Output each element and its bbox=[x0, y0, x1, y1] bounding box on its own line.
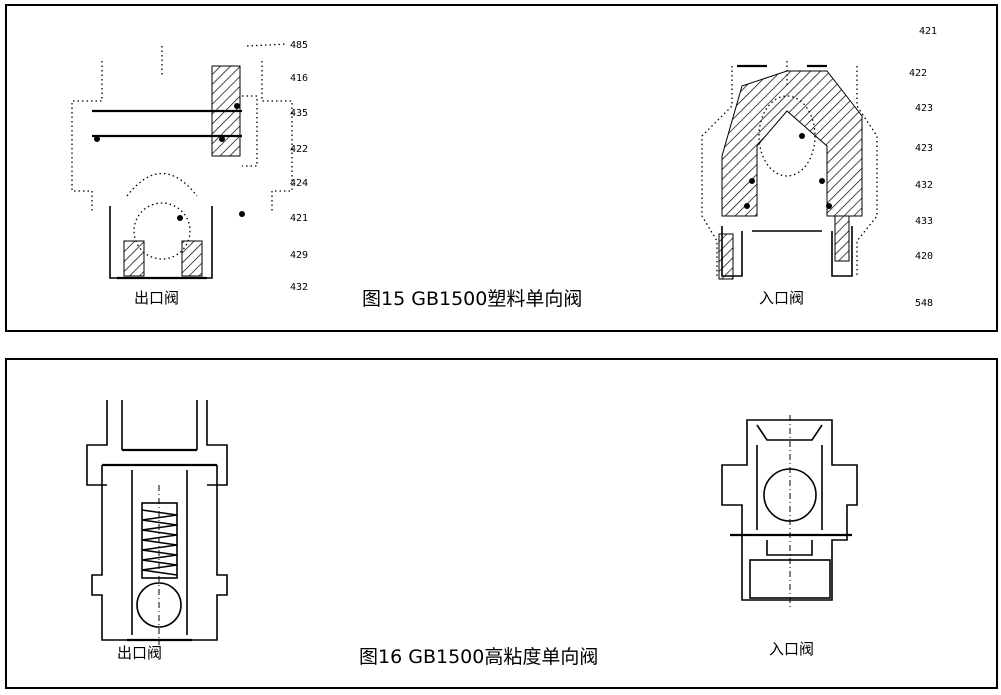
outlet-valve-drawing-fig16 bbox=[86, 400, 228, 645]
figure-15-caption: 图15 GB1500塑料单向阀 bbox=[362, 288, 583, 310]
callout-label: 433 bbox=[915, 216, 933, 227]
callout-label: 421 bbox=[290, 213, 308, 224]
callout-label: 429 bbox=[290, 250, 308, 261]
callout-label: 424 bbox=[290, 178, 308, 189]
outlet-callouts-fig15: 485 416 435 422 424 421 429 432 bbox=[246, 40, 308, 293]
callout-label: 420 bbox=[915, 251, 933, 262]
inlet-valve-label-fig15: 入口阀 bbox=[759, 289, 805, 307]
callout-label: 548 bbox=[915, 298, 933, 309]
figure-16-caption: 图16 GB1500高粘度单向阀 bbox=[359, 646, 599, 668]
callout-label: 421 bbox=[919, 26, 937, 37]
ball-icon bbox=[136, 582, 182, 628]
callout-label: 422 bbox=[290, 144, 308, 155]
callout-label: 435 bbox=[290, 108, 308, 119]
callout-label: 423 bbox=[915, 143, 933, 154]
callout-label: 485 bbox=[290, 40, 308, 51]
inlet-valve-drawing-fig15: 421 422 423 423 432 433 420 548 bbox=[701, 26, 937, 309]
callout-label: 432 bbox=[290, 282, 308, 293]
callout-label: 416 bbox=[290, 73, 308, 84]
callout-label: 423 bbox=[915, 103, 933, 114]
outlet-valve-label-fig16: 出口阀 bbox=[117, 644, 163, 662]
callout-label: 422 bbox=[909, 68, 927, 79]
outlet-valve-drawing-fig15: 485 416 435 422 424 421 429 432 bbox=[71, 40, 308, 293]
figure-16-panel: 出口阀 图16 GB1500高粘度单向阀 入口阀 bbox=[5, 358, 998, 689]
figure-15-panel: 485 416 435 422 424 421 429 432 出口阀 图15 … bbox=[5, 4, 998, 332]
outlet-valve-label-fig15: 出口阀 bbox=[134, 289, 180, 307]
callout-label: 432 bbox=[915, 180, 933, 191]
inlet-callouts-fig15: 421 422 423 423 432 433 420 548 bbox=[909, 26, 937, 309]
inlet-valve-label-fig16: 入口阀 bbox=[769, 640, 815, 658]
inlet-valve-drawing-fig16 bbox=[721, 415, 858, 610]
